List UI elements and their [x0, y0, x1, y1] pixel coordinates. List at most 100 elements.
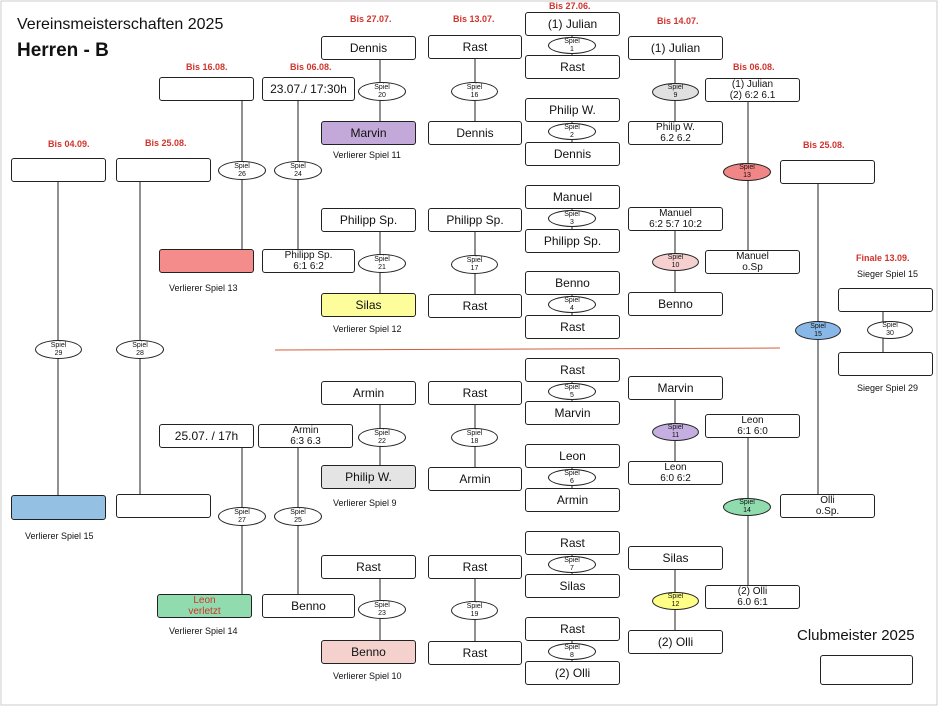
r1-game5-top: Rast [525, 358, 620, 382]
note-loser-12: Verlierer Spiel 12 [333, 324, 402, 334]
note-loser-13: Verlierer Spiel 13 [169, 283, 238, 293]
deadline-consolation-r2: Bis 06.08. [290, 62, 332, 72]
deadline-consolation-final: Bis 04.09. [48, 139, 90, 149]
cons-game27-top: 25.07. / 17h [159, 424, 254, 448]
semi-game13-top: (1) Julian(2) 6:2 6.1 [705, 78, 800, 102]
r1-game3-top: Manuel [525, 185, 620, 209]
r1-game7-top: Rast [525, 531, 620, 555]
deadline-round1: Bis 27.06. [549, 1, 591, 11]
deadline-finale: Finale 13.09. [856, 253, 910, 263]
note-loser-10: Verlierer Spiel 10 [333, 671, 402, 681]
note-loser-11: Verlierer Spiel 11 [333, 150, 401, 160]
cons-game21-top: Philipp Sp. [321, 208, 416, 232]
cons-game26-bottom [159, 249, 254, 273]
deadline-consolation-r1: Bis 27.07. [350, 14, 392, 24]
r1-game4-bottom: Rast [525, 315, 620, 339]
cons-game22-bottom: Philip W. [321, 465, 416, 489]
bye-game16-bottom: Dennis [428, 121, 522, 145]
cons-game28-bottom [116, 494, 211, 518]
r1-game3-bottom: Philipp Sp. [525, 229, 620, 253]
bye-game17-top: Philipp Sp. [428, 208, 522, 232]
cons-game22-top: Armin [321, 381, 416, 405]
note-winner-29: Sieger Spiel 29 [857, 383, 919, 393]
cons-game29-bottom [11, 495, 106, 520]
r2-game11-top: Marvin [628, 376, 723, 400]
deadline-final-game: Bis 25.08. [803, 140, 845, 150]
r1-game5-bottom: Marvin [525, 401, 620, 425]
bye-game16-top: Rast [428, 35, 522, 59]
r2-game10-bottom: Benno [628, 292, 723, 316]
cons-game24-top: 23.07./ 17:30h [262, 77, 355, 101]
champion-box [820, 655, 913, 685]
deadline-semis: Bis 06.08. [733, 62, 775, 72]
note-loser-14: Verlierer Spiel 14 [169, 626, 238, 636]
r1-game1-bottom: Rast [525, 55, 620, 79]
cons-game21-bottom: Silas [321, 293, 416, 317]
note-loser-15: Verlierer Spiel 15 [25, 531, 94, 541]
deadline-consolation-r3: Bis 16.08. [186, 62, 228, 72]
r2-game9-bottom: Philip W.6.2 6.2 [628, 121, 723, 145]
cons-game23-bottom: Benno [321, 640, 416, 664]
page-subtitle: Herren - B [17, 40, 109, 61]
r1-game2-top: Philip W. [525, 98, 620, 122]
cons-game29-top [11, 158, 106, 182]
deadline-round2: Bis 14.07. [657, 16, 699, 26]
r1-game6-top: Leon [525, 444, 620, 468]
game15-top [780, 160, 875, 184]
note-winner-15: Sieger Spiel 15 [857, 269, 919, 279]
cons-game20-top: Dennis [321, 36, 416, 60]
r1-game2-bottom: Dennis [525, 142, 620, 166]
r1-game4-top: Benno [525, 271, 620, 295]
game30-top [838, 288, 933, 312]
r1-game6-bottom: Armin [525, 488, 620, 512]
bye-game19-bottom: Rast [428, 641, 522, 665]
cons-game23-top: Rast [321, 555, 416, 579]
game30-bottom [838, 352, 933, 376]
r1-game1-top: (1) Julian [525, 12, 620, 36]
r1-game7-bottom: Silas [525, 574, 620, 598]
cons-game25-bottom: Benno [262, 594, 355, 618]
r2-game12-bottom: (2) Olli [628, 630, 723, 654]
bye-game17-bottom: Rast [428, 294, 522, 318]
cons-game26-top [159, 77, 254, 101]
r1-game8-bottom: (2) Olli [525, 661, 620, 685]
deadline-consolation-r4: Bis 25.08. [145, 138, 187, 148]
r2-game9-top: (1) Julian [628, 36, 723, 60]
note-loser-9: Verlierer Spiel 9 [333, 498, 397, 508]
page-title: Vereinsmeisterschaften 2025 [17, 16, 224, 33]
bye-game18-top: Rast [428, 381, 522, 405]
cons-game28-top [116, 158, 211, 182]
bye-game19-top: Rast [428, 555, 522, 579]
